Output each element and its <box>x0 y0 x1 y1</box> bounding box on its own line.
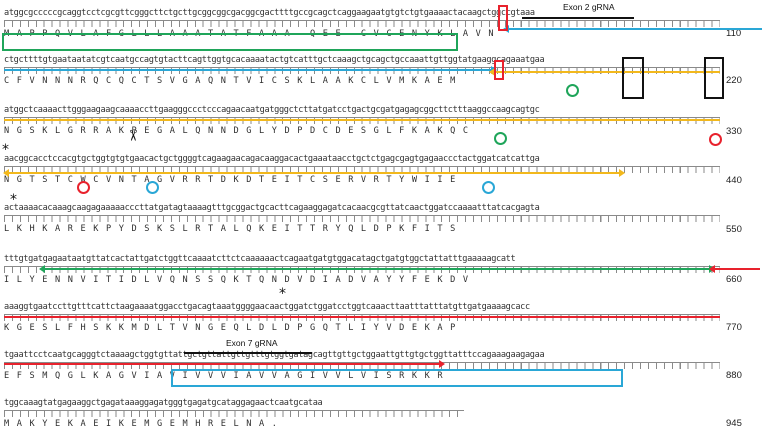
asterisk-icon: * <box>2 142 9 158</box>
dna-sequence: tttgtgatgagaataatgttatcactattgatctggttca… <box>4 254 516 264</box>
exon-arrow-blue-top <box>503 25 762 33</box>
cysteine-circle <box>709 133 722 146</box>
position-number: 550 <box>726 224 742 235</box>
position-number: 945 <box>726 418 742 429</box>
position-number: 880 <box>726 370 742 381</box>
splice-site-marker <box>494 60 504 80</box>
position-number: 770 <box>726 322 742 333</box>
ruler <box>4 410 464 417</box>
exon-arrow-red-end <box>4 360 445 368</box>
sequence-row-4: aacggcacctccacgtgctggtgtgtgaacactgctgggg… <box>4 154 720 194</box>
sequence-row-7: aaaggtgaatccttgtttcattctaagaaaatggacctga… <box>4 302 720 342</box>
exon7-grna-guide <box>184 352 312 354</box>
signal-peptide-box <box>2 33 458 51</box>
exon-arrow-green <box>39 265 715 273</box>
sequence-row-2: ctgcttttgtgaataatatcgtcaatgccagtgtacttca… <box>4 55 720 95</box>
asterisk-icon: * <box>279 286 286 302</box>
dna-sequence: aacggcacctccacgtgctggtgtgtgaacactgctgggg… <box>4 154 540 164</box>
methionine-marker <box>704 57 724 99</box>
position-number: 330 <box>726 126 742 137</box>
dna-sequence: actaaaacacaaagcaagagaaaaacccttatgatagtaa… <box>4 203 540 213</box>
position-number: 660 <box>726 274 742 285</box>
ruler <box>4 166 720 173</box>
cysteine-circle <box>494 132 507 145</box>
position-number: 110 <box>726 28 742 39</box>
sequence-row-5: actaaaacacaaagcaagagaaaaacccttatgatagtaa… <box>4 203 720 243</box>
exon7-grna-label: Exon 7 gRNA <box>226 338 278 348</box>
aa-sequence: N G T S T C W C V N T A G V R R T D K D … <box>4 175 457 185</box>
methionine-marker <box>622 57 644 99</box>
dna-sequence: atggcgcccccgcaggtcctcgcgttcgggcttctgcttg… <box>4 8 535 18</box>
ruler <box>4 362 720 369</box>
position-number: 440 <box>726 175 742 186</box>
cysteine-circle <box>566 84 579 97</box>
splice-site-marker <box>498 5 508 31</box>
exon-arrow-red <box>4 316 720 318</box>
transmembrane-box <box>171 369 623 387</box>
exon-arrow-orange <box>3 169 625 177</box>
scissors-icon: ✂ <box>123 129 142 142</box>
sequence-row-6: tttgtgatgagaataatgttatcactattgatctggttca… <box>4 254 720 294</box>
aa-sequence: M A K Y E K A E I K E M G E M H R E L N … <box>4 419 279 429</box>
aa-sequence: L K H K A R E K P Y D S K S L R T A L Q … <box>4 224 457 234</box>
cysteine-circle <box>146 181 159 194</box>
aa-sequence: N G S K L G R R A K P E G A L Q N N D G … <box>4 126 470 136</box>
dna-sequence: aaaggtgaatccttgtttcattctaagaaaatggacctga… <box>4 302 530 312</box>
cysteine-circle <box>482 181 495 194</box>
exon-arrow-orange-top <box>489 68 720 76</box>
position-number: 220 <box>726 75 742 86</box>
exon-arrow-orange-mid <box>4 119 720 121</box>
exon-arrow-blue <box>4 66 497 74</box>
ruler <box>4 215 720 222</box>
exon-arrow-red-top <box>709 265 760 273</box>
dna-sequence: tggcaaagtatgagaaggctgagataaaggagatgggtga… <box>4 398 323 408</box>
aa-sequence: I L Y E N N V I T I D L V Q N S S Q K T … <box>4 275 470 285</box>
sequence-row-9: tggcaaagtatgagaaggctgagataaaggagatgggtga… <box>4 398 720 438</box>
ruler <box>4 20 720 27</box>
dna-sequence: tgaattcctcaatgcagggtctaaaagctggtgttattgc… <box>4 350 545 360</box>
dna-sequence: ctgcttttgtgaataatatcgtcaatgccagtgtacttca… <box>4 55 545 65</box>
cysteine-circle <box>77 181 90 194</box>
aa-sequence: C F V N N N R Q C Q C T S V G A Q N T V … <box>4 76 457 86</box>
exon2-grna-label: Exon 2 gRNA <box>563 2 615 12</box>
dna-sequence: atggctcaaaacttgggaagaagcaaaaccttgaagggcc… <box>4 105 540 115</box>
sequence-row-3: atggctcaaaacttgggaagaagcaaaaccttgaagggcc… <box>4 105 720 145</box>
asterisk-icon: * <box>10 192 17 208</box>
exon2-grna-guide <box>522 17 634 19</box>
aa-sequence: K G E S L F H S K K M D L T V N G E Q L … <box>4 323 457 333</box>
